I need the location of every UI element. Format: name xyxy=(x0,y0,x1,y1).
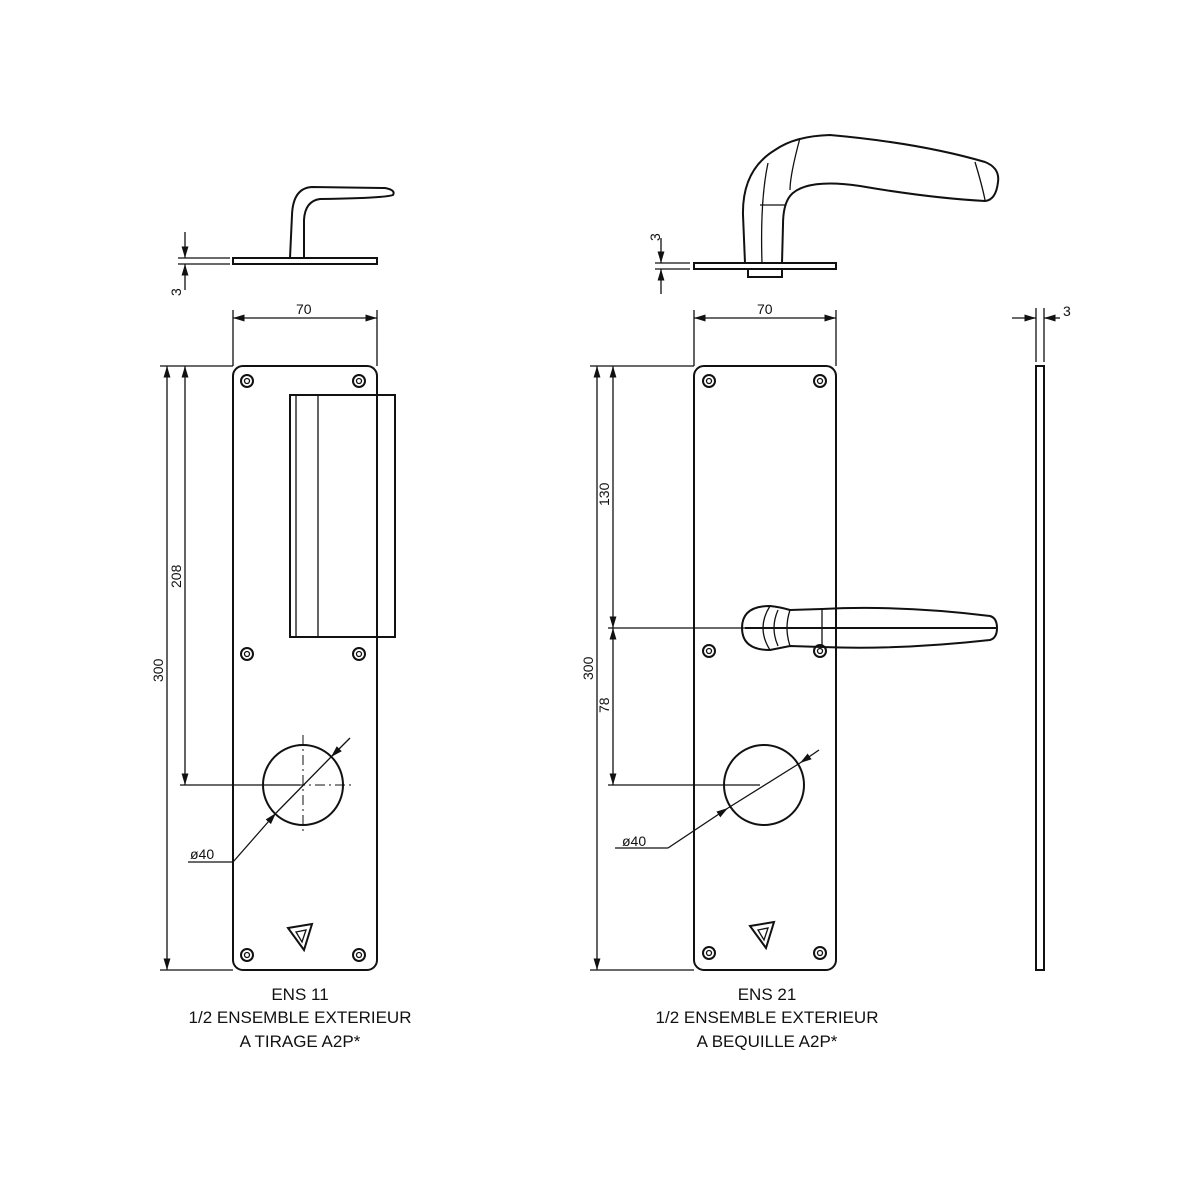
a2p-logo-icon xyxy=(286,922,314,953)
screw-icon xyxy=(702,374,827,960)
svg-text:ENS 21: ENS 21 xyxy=(738,985,797,1004)
lever-handle xyxy=(740,604,999,652)
ens21-lever-offset-label: 130 xyxy=(596,482,612,506)
ens21-height-label: 300 xyxy=(580,656,596,680)
ens21-plate xyxy=(693,365,837,971)
ens11-diameter-label: ø40 xyxy=(190,846,214,862)
side-plate xyxy=(1035,365,1045,971)
ens21-front-view: 70 300 130 78 ø40 xyxy=(580,301,999,971)
ens11-width-label: 70 xyxy=(296,301,312,317)
ens21-width-label: 70 xyxy=(757,301,773,317)
svg-text:1/2 ENSEMBLE EXTERIEUR: 1/2 ENSEMBLE EXTERIEUR xyxy=(656,1008,879,1027)
ens21-diameter-label: ø40 xyxy=(622,833,646,849)
screw-icon xyxy=(240,374,366,962)
svg-text:ENS 11: ENS 11 xyxy=(271,985,328,1004)
ens11-height-label: 300 xyxy=(150,658,166,682)
svg-text:1/2 ENSEMBLE EXTERIEUR: 1/2 ENSEMBLE EXTERIEUR xyxy=(189,1008,412,1027)
svg-text:A TIRAGE A2P*: A TIRAGE A2P* xyxy=(240,1032,361,1051)
ens21-top-view: 3 xyxy=(647,133,1000,294)
side-view: 3 xyxy=(1012,303,1071,971)
side-thickness-label: 3 xyxy=(1063,303,1071,319)
ens21-caption: ENS 21 1/2 ENSEMBLE EXTERIEUR A BEQUILLE… xyxy=(656,985,879,1051)
pull-handle xyxy=(289,394,396,638)
a2p-logo-icon xyxy=(748,920,776,951)
ens11-handle-offset-label: 208 xyxy=(168,564,184,588)
ens11-thickness-label: 3 xyxy=(168,288,184,296)
ens11-caption: ENS 11 1/2 ENSEMBLE EXTERIEUR A TIRAGE A… xyxy=(189,985,412,1051)
ens11-front-view: 70 300 208 ø40 xyxy=(150,301,396,971)
svg-text:A BEQUILLE A2P*: A BEQUILLE A2P* xyxy=(697,1032,838,1051)
ens11-plate xyxy=(232,365,378,971)
ens21-cylinder-offset-label: 78 xyxy=(596,697,612,713)
ens11-top-view: 3 xyxy=(168,185,395,296)
ens21-thickness-label: 3 xyxy=(647,233,663,241)
